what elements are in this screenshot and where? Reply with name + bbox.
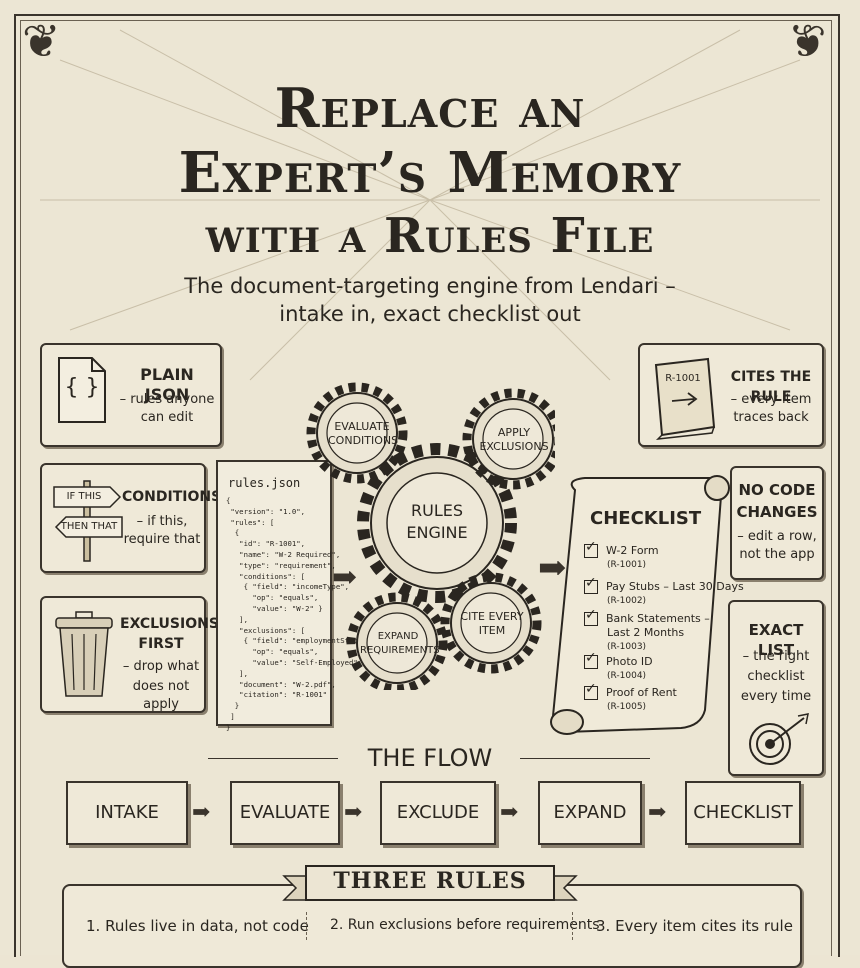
arrow-right-icon: ➡	[538, 548, 567, 588]
conditions-card: IF THIS THEN THAT CONDITIONS – if this, …	[40, 463, 222, 573]
subtitle-line-1: The document-targeting engine from Lenda…	[184, 274, 676, 298]
title-line-3: with a Rules File	[205, 208, 655, 264]
cites-the-rule-heading: CITES THE RULE	[730, 369, 812, 405]
conditions-text-1: – if this,	[136, 514, 188, 529]
arrow-right-icon: ➡	[344, 800, 363, 825]
evaluate-conditions-label: EVALUATE CONDITIONS	[328, 420, 399, 447]
no-code-changes-text-1: – edit a row,	[737, 529, 817, 544]
exclusions-card: EXCLUSIONS FIRST – drop what does not ap…	[40, 596, 219, 713]
arrow-right-icon: ➡	[192, 800, 211, 825]
exact-list-text-3: every time	[740, 689, 812, 704]
no-code-changes-card: NO CODE CHANGES – edit a row, not the ap…	[730, 466, 824, 580]
title-line-1: Replace an	[274, 76, 586, 140]
rule-item-1: 1. Rules live in data, not code	[86, 917, 309, 935]
cites-the-rule-text-2: traces back	[733, 410, 809, 425]
checklist-title: CHECKLIST	[590, 508, 702, 529]
checklist-item: Proof of Rent(R-1005)	[584, 682, 677, 714]
exclusions-heading-1: EXCLUSIONS	[120, 616, 219, 632]
flow-step-checklist: CHECKLIST	[685, 781, 801, 845]
plain-json-text-1: – rules anyone	[119, 392, 215, 407]
checkbox-checked-icon	[584, 682, 598, 700]
title-line-2: Expert’s Memory	[178, 140, 682, 206]
rule-item-2: 2. Run exclusions before requirements	[330, 917, 600, 933]
rules-engine-label: RULES ENGINE	[406, 501, 468, 542]
cite-every-item-label: CITE EVERY ITEM	[460, 610, 524, 637]
rules-engine-gear-icon	[357, 443, 517, 603]
no-code-changes-text-2: not the app	[739, 547, 815, 562]
exclusions-text-2: does not apply	[132, 679, 190, 712]
checklist-item: Bank Statements –Last 2 Months(R-1003)	[584, 608, 710, 654]
checklist-item: W-2 Form(R-1001)	[584, 540, 659, 572]
json-file-icon	[58, 357, 106, 423]
gears-illustration	[306, 382, 555, 690]
arrow-right-icon: ➡	[332, 560, 358, 595]
code-file-body: { "version": "1.0", "rules": [ { "id": "…	[226, 496, 376, 732]
divider	[572, 912, 573, 940]
exclusions-text-1: – drop what	[122, 659, 200, 674]
rule-book-label: R-1001	[665, 373, 701, 384]
rule-item-3: 3. Every item cites its rule	[596, 917, 793, 935]
cites-the-rule-card: R-1001 CITES THE RULE – every item trace…	[638, 343, 824, 447]
signpost-icon	[53, 480, 123, 562]
corner-flourish-icon: ❦	[22, 14, 61, 68]
divider	[306, 912, 307, 940]
divider	[520, 758, 650, 759]
rules-json-file: rules.json { "version": "1.0", "rules": …	[216, 460, 375, 732]
sunburst-rays	[40, 29, 820, 381]
flow-heading: THE FLOW	[367, 744, 493, 772]
no-code-changes-heading-2: CHANGES	[736, 503, 818, 521]
flow-step-exclude: EXCLUDE	[380, 781, 496, 845]
exact-list-heading: EXACT LIST	[748, 621, 804, 659]
subtitle-line-2: intake in, exact checklist out	[279, 302, 581, 326]
checkbox-checked-icon	[584, 576, 598, 594]
conditions-heading: CONDITIONS	[122, 489, 222, 505]
outer-border	[14, 14, 840, 957]
flow-step-intake: INTAKE	[66, 781, 188, 845]
trash-can-icon	[55, 611, 113, 697]
rule-book-icon	[654, 357, 716, 440]
exact-list-text-2: checklist	[747, 669, 805, 684]
exact-list-card: EXACT LIST – the right checklist every t…	[728, 600, 824, 776]
divider	[208, 758, 338, 759]
checklist-item: Pay Stubs – Last 30 Days(R-1002)	[584, 576, 744, 608]
conditions-text-2: require that	[123, 532, 201, 547]
exact-list-text-1: – the right	[742, 649, 810, 664]
arrow-right-icon: ➡	[648, 800, 667, 825]
cites-the-rule-text-1: – every item	[730, 392, 812, 407]
checklist-item: Photo ID(R-1004)	[584, 651, 653, 683]
signpost-label-2: THEN THAT	[60, 521, 118, 532]
exclusions-heading-2: FIRST	[138, 636, 184, 652]
plain-json-heading: PLAIN JSON	[140, 365, 194, 404]
code-file-name: rules.json	[228, 476, 301, 490]
checkbox-checked-icon	[584, 540, 598, 558]
arrow-right-icon: ➡	[500, 800, 519, 825]
apply-exclusions-label: APPLY EXCLUSIONS	[479, 426, 549, 453]
target-icon	[749, 713, 809, 765]
signpost-label-1: IF THIS	[66, 491, 102, 502]
checkbox-checked-icon	[584, 608, 598, 626]
checkbox-checked-icon	[584, 651, 598, 669]
inner-border	[20, 20, 832, 956]
flow-step-expand: EXPAND	[538, 781, 642, 845]
plain-json-text-2: can edit	[140, 410, 194, 425]
flow-step-evaluate: EVALUATE	[230, 781, 340, 845]
expand-requirements-label: EXPAND REQUIREMENTS	[360, 631, 440, 656]
plain-json-card: { } PLAIN JSON – rules anyone can edit	[40, 343, 222, 447]
ribbon-banner	[282, 865, 578, 901]
json-braces-glyph: { }	[64, 375, 100, 400]
no-code-changes-heading-1: NO CODE	[738, 481, 816, 499]
three-rules-heading: THREE RULES	[333, 868, 527, 894]
